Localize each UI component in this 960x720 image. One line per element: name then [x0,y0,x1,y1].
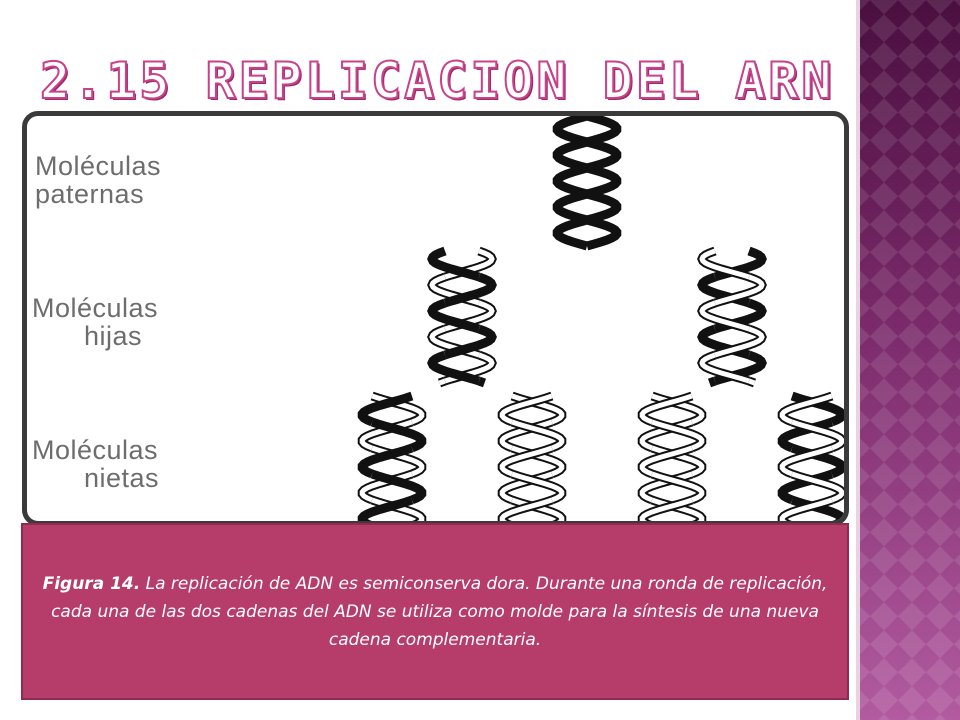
helix-daughter-right-strand-a-fill [748,378,756,386]
dna-helix-diagram [357,116,844,521]
helix-granddaughter-1-strand-a-outline [357,443,414,479]
row-label-paternas: Moléculas paternas [35,152,161,208]
helix-daughter-right-strand-a-fill [699,352,750,384]
helix-granddaughter-2-strand-a-fill [499,393,553,425]
row-label-paternas-line2: paternas [35,179,145,209]
row-label-paternas-line1: Moléculas [35,151,162,181]
helix-parental-strand-a-outline [585,163,622,199]
row-label-nietas-line2: nietas [84,463,160,493]
helix-granddaughter-2-strand-a-fill [499,497,553,521]
helix-granddaughter-4-strand-a-fill [791,419,844,451]
helix-daughter-right-strand-a-fill [714,326,765,358]
row-label-hijas-line1: Moléculas [32,293,159,323]
helix-granddaughter-3-strand-a-fill [651,419,705,451]
helix-granddaughter-1-strand-a-outline [357,391,414,427]
row-label-nietas-line1: Moléculas [32,435,159,465]
helix-daughter-left-strand-a-outline [427,298,481,334]
helix-daughter-right-strand-a-fill [714,274,765,306]
helix-parental-strand-b-outline [585,189,622,225]
helix-granddaughter-2-strand-a-fill [511,419,565,451]
slide-title: 2.15 REPLICACION DEL ARN [39,51,835,111]
helix-granddaughter-3-strand-a-fill [639,445,693,477]
helix-parental-strand-b-outline [552,116,589,147]
helix-daughter-right-strand-a-fill [699,248,750,280]
helix-daughter-right-strand-a-fill [699,300,750,332]
helix-daughter-right-strand-b-outline [707,376,717,388]
helix-parental-strand-a-outline [585,116,622,147]
helix-parental-strand-b-outline [552,215,589,251]
helix-parental-strand-b-outline [585,137,622,173]
helix-daughter-left-strand-b-fill [438,378,446,386]
helix-parental-strand-a-outline [585,215,622,251]
helix-parental-strand-a-outline [552,189,589,225]
helix-daughter-left-strand-a-outline [443,272,497,308]
decorative-side-strip [856,0,960,720]
helix-parental-strand-b-outline [552,163,589,199]
helix-granddaughter-3-strand-a-fill [639,393,693,425]
helix-granddaughter-4-strand-a-fill [791,471,844,503]
helix-granddaughter-4-strand-a-fill [779,393,833,425]
helix-parental-strand-a-outline [552,137,589,173]
helix-daughter-left-strand-a-outline [477,376,487,388]
helix-granddaughter-2-strand-a-fill [511,471,565,503]
caption-text: Figura 14. La replicación de ADN es semi… [23,570,847,654]
helix-granddaughter-3-strand-a-fill [639,497,693,521]
replication-figure: Moléculas paternas Moléculas hijas Moléc… [22,111,849,526]
helix-granddaughter-2-strand-a-fill [499,445,553,477]
helix-granddaughter-1-strand-a-outline [370,417,427,453]
helix-granddaughter-1-strand-a-outline [370,469,427,505]
helix-granddaughter-4-strand-a-fill [779,445,833,477]
caption-body: La replicación de ADN es semiconserva do… [51,573,828,650]
helix-daughter-left-strand-a-outline [443,324,497,360]
caption-label: Figura 14. [42,573,141,594]
row-label-hijas: Moléculas hijas [32,294,158,350]
helix-granddaughter-4-strand-a-fill [779,497,833,521]
helix-granddaughter-1-strand-a-outline [357,495,414,521]
row-label-hijas-line2: hijas [84,321,143,351]
helix-daughter-left-strand-a-outline [427,246,481,282]
helix-daughter-left-strand-a-outline [427,350,481,386]
figure-caption: Figura 14. La replicación de ADN es semi… [21,523,849,700]
row-label-nietas: Moléculas nietas [32,436,159,492]
helix-granddaughter-3-strand-a-fill [651,471,705,503]
